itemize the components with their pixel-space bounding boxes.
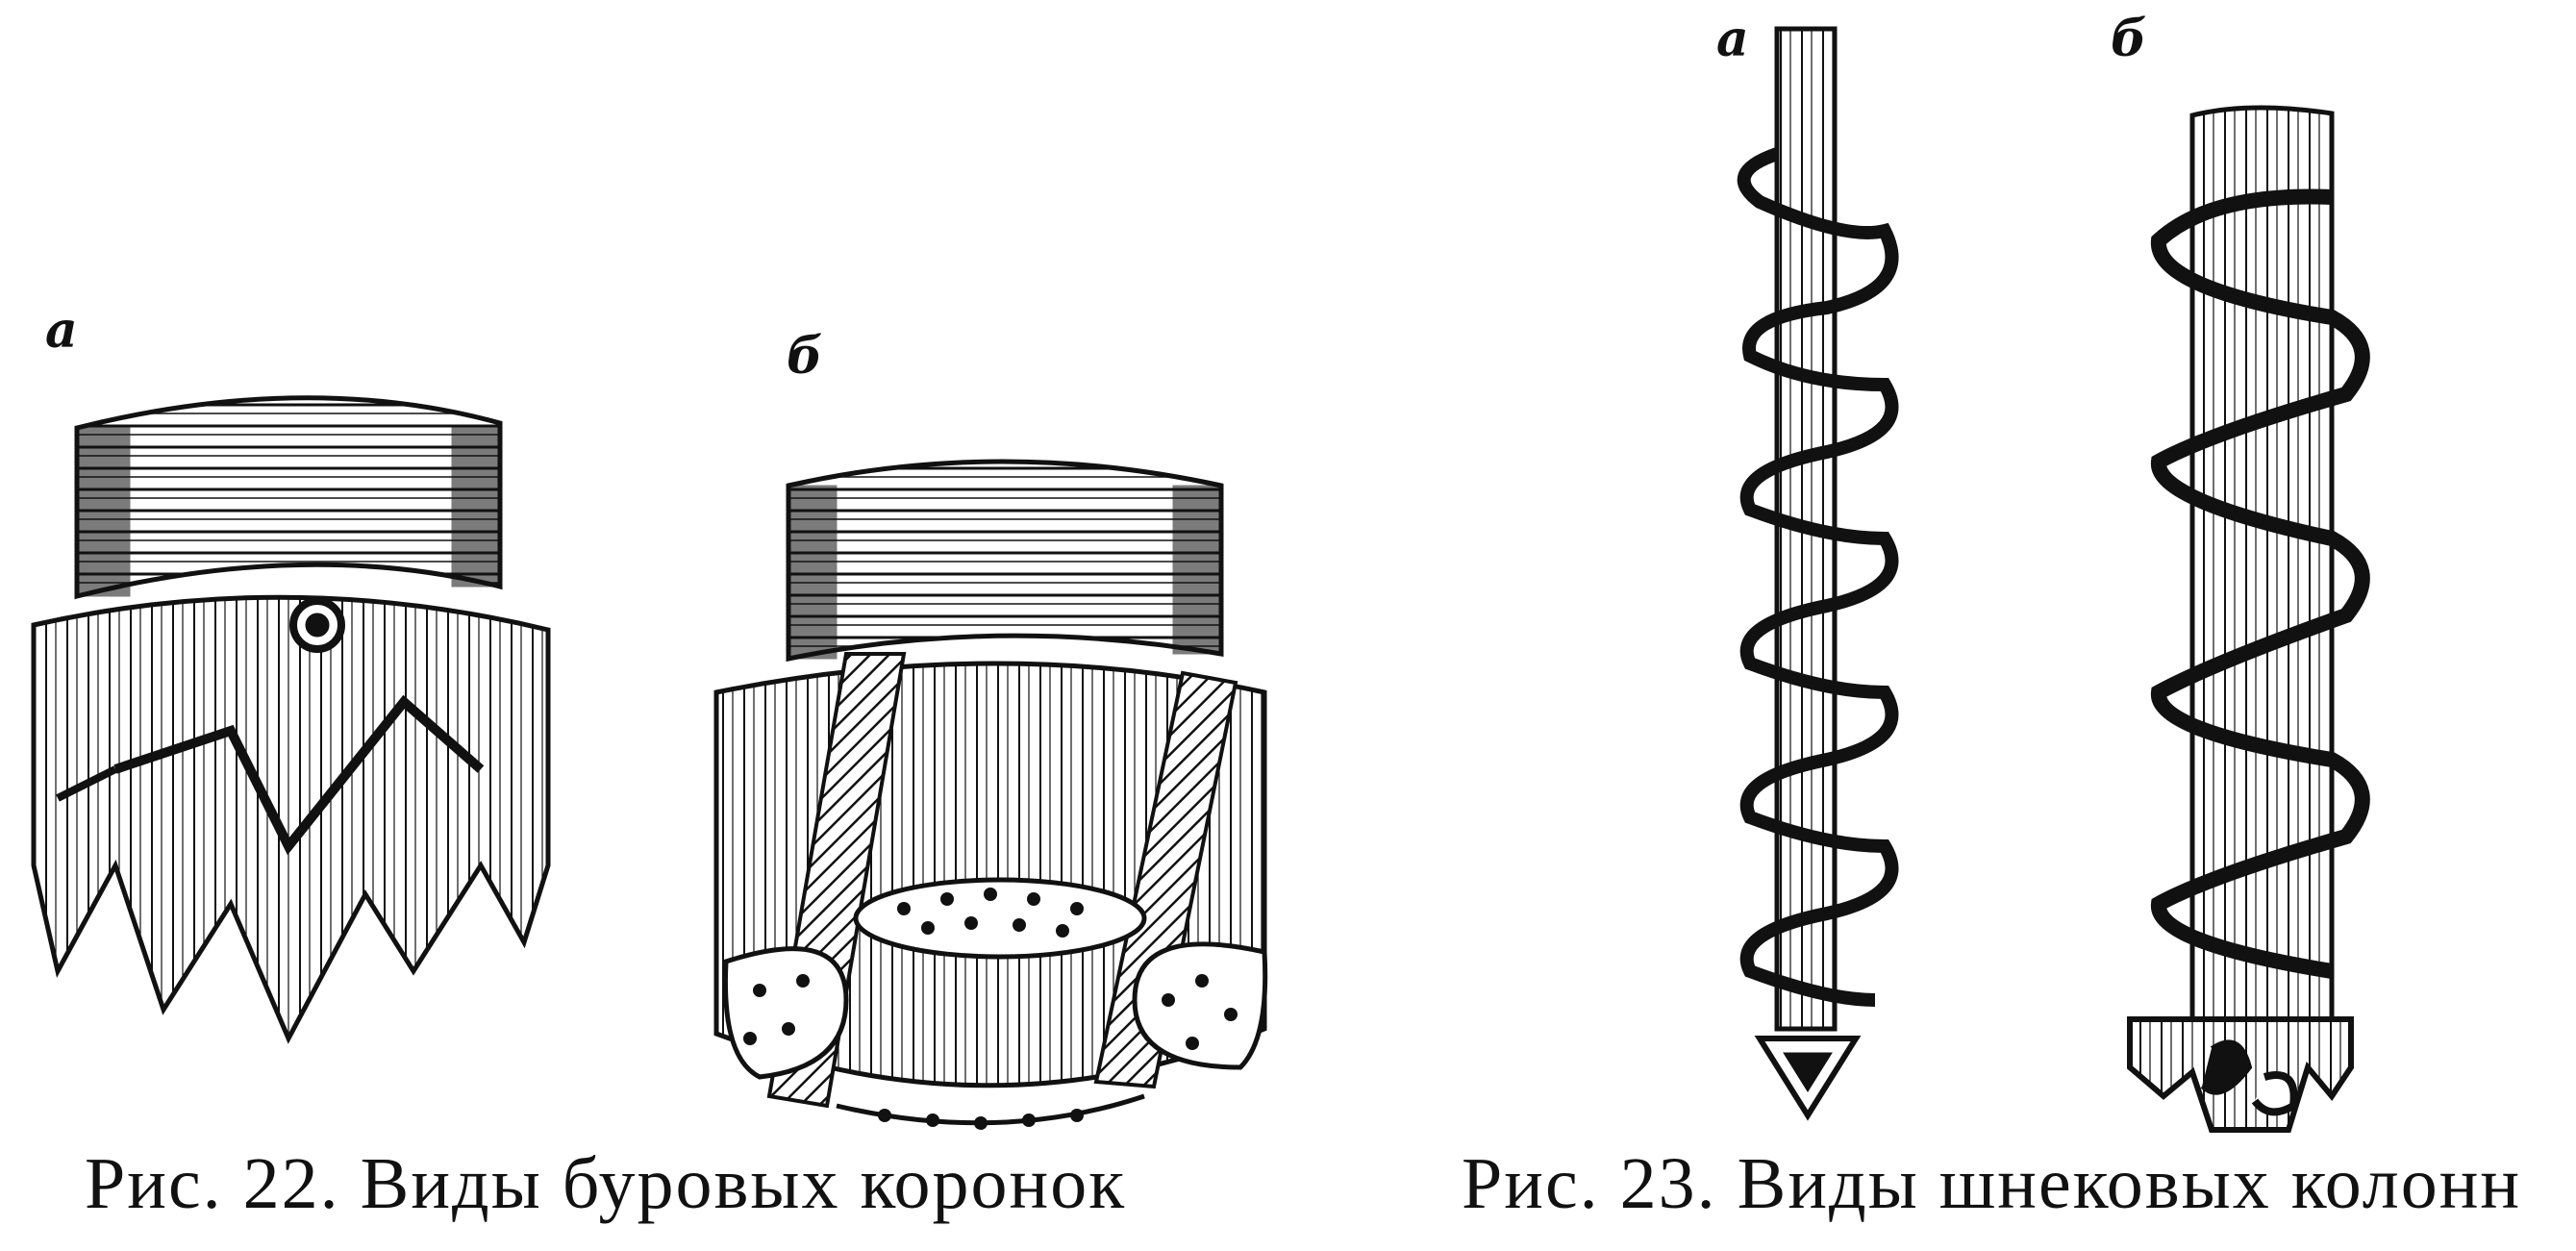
figure23-label-a: а: [1716, 10, 1749, 68]
crown-hatched-cut: [1093, 670, 1238, 1089]
auger-shaft: [2189, 105, 2335, 1022]
auger-spiral-flight: [1737, 147, 1899, 1007]
crown-thread-section: [74, 395, 503, 600]
auger-column-thin: [1737, 26, 1899, 1121]
crown-bit-diamond: [713, 459, 1268, 1130]
figure22-label-b: б: [787, 327, 823, 386]
figure23-label-b: б: [2111, 10, 2147, 68]
auger-column-thick: [2127, 105, 2370, 1133]
crown-thread-section: [786, 459, 1224, 663]
crown-body: [31, 594, 551, 1044]
figure23-caption: Рис. 23. Виды шнековых колонн: [1462, 1143, 2522, 1224]
auger-spiral-flight: [2150, 188, 2370, 979]
figure22-label-a: а: [45, 301, 78, 360]
figure22-caption: Рис. 22. Виды буровых коронок: [85, 1143, 1127, 1224]
crown-bit-toothed: [31, 395, 551, 1044]
diamond-ring: [853, 877, 1147, 960]
